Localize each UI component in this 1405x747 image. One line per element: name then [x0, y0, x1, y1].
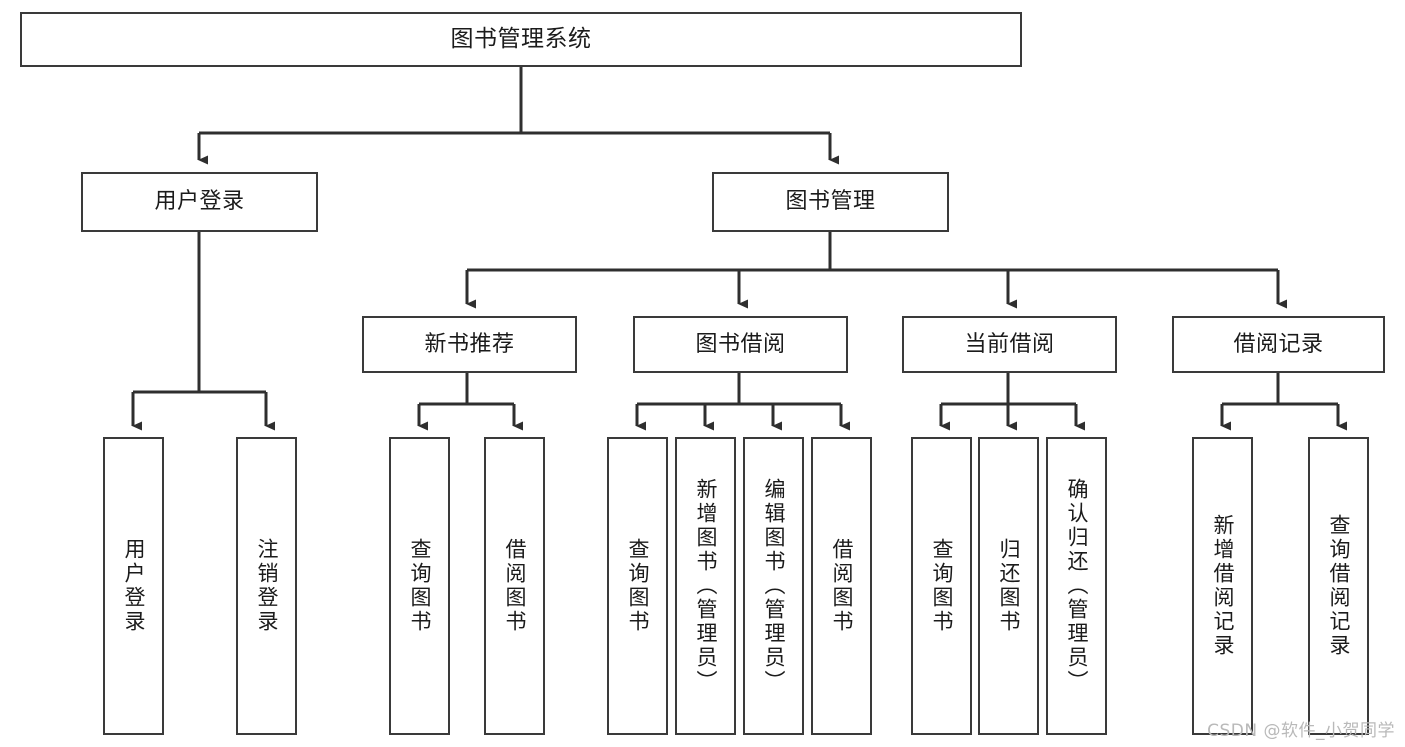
node-leaf-user-logout[interactable]: 注销登录 — [236, 437, 297, 735]
node-leaf-query-book-3[interactable]: 查询图书 — [911, 437, 972, 735]
node-leaf-add-record-label: 新增借阅记录 — [1211, 514, 1235, 658]
node-leaf-query-record[interactable]: 查询借阅记录 — [1308, 437, 1369, 735]
node-leaf-borrow-book-2-label: 借阅图书 — [830, 538, 854, 634]
node-borrow-record[interactable]: 借阅记录 — [1172, 316, 1385, 373]
node-leaf-add-record[interactable]: 新增借阅记录 — [1192, 437, 1253, 735]
node-book-manage[interactable]: 图书管理 — [712, 172, 949, 232]
node-user-login[interactable]: 用户登录 — [81, 172, 318, 232]
node-user-login-label: 用户登录 — [154, 189, 245, 215]
node-leaf-user-login[interactable]: 用户登录 — [103, 437, 164, 735]
node-leaf-user-login-label: 用户登录 — [122, 538, 146, 634]
node-leaf-query-book-1-label: 查询图书 — [408, 538, 432, 634]
node-leaf-user-logout-label: 注销登录 — [255, 538, 279, 634]
node-leaf-query-book-2[interactable]: 查询图书 — [607, 437, 668, 735]
node-book-borrow[interactable]: 图书借阅 — [633, 316, 848, 373]
node-book-manage-label: 图书管理 — [785, 189, 876, 215]
node-book-borrow-label: 图书借阅 — [695, 331, 786, 357]
node-leaf-confirm-return[interactable]: 确认归还（管理员） — [1046, 437, 1107, 735]
node-root[interactable]: 图书管理系统 — [20, 12, 1022, 67]
node-new-book-recommend[interactable]: 新书推荐 — [362, 316, 577, 373]
node-borrow-record-label: 借阅记录 — [1233, 331, 1324, 357]
node-current-borrow[interactable]: 当前借阅 — [902, 316, 1117, 373]
node-leaf-add-book-label: 新增图书（管理员） — [694, 478, 718, 694]
node-leaf-confirm-return-label: 确认归还（管理员） — [1065, 478, 1089, 694]
node-leaf-borrow-book-1-label: 借阅图书 — [503, 538, 527, 634]
node-new-book-recommend-label: 新书推荐 — [424, 331, 515, 357]
node-leaf-edit-book-label: 编辑图书（管理员） — [762, 478, 786, 694]
node-leaf-edit-book[interactable]: 编辑图书（管理员） — [743, 437, 804, 735]
node-root-label: 图书管理系统 — [450, 25, 592, 52]
node-leaf-borrow-book-2[interactable]: 借阅图书 — [811, 437, 872, 735]
node-leaf-add-book[interactable]: 新增图书（管理员） — [675, 437, 736, 735]
node-current-borrow-label: 当前借阅 — [964, 331, 1055, 357]
node-leaf-query-book-2-label: 查询图书 — [626, 538, 650, 634]
node-leaf-borrow-book-1[interactable]: 借阅图书 — [484, 437, 545, 735]
node-leaf-return-book-label: 归还图书 — [997, 538, 1021, 634]
node-leaf-return-book[interactable]: 归还图书 — [978, 437, 1039, 735]
node-leaf-query-book-1[interactable]: 查询图书 — [389, 437, 450, 735]
node-leaf-query-book-3-label: 查询图书 — [930, 538, 954, 634]
node-leaf-query-record-label: 查询借阅记录 — [1327, 514, 1351, 658]
